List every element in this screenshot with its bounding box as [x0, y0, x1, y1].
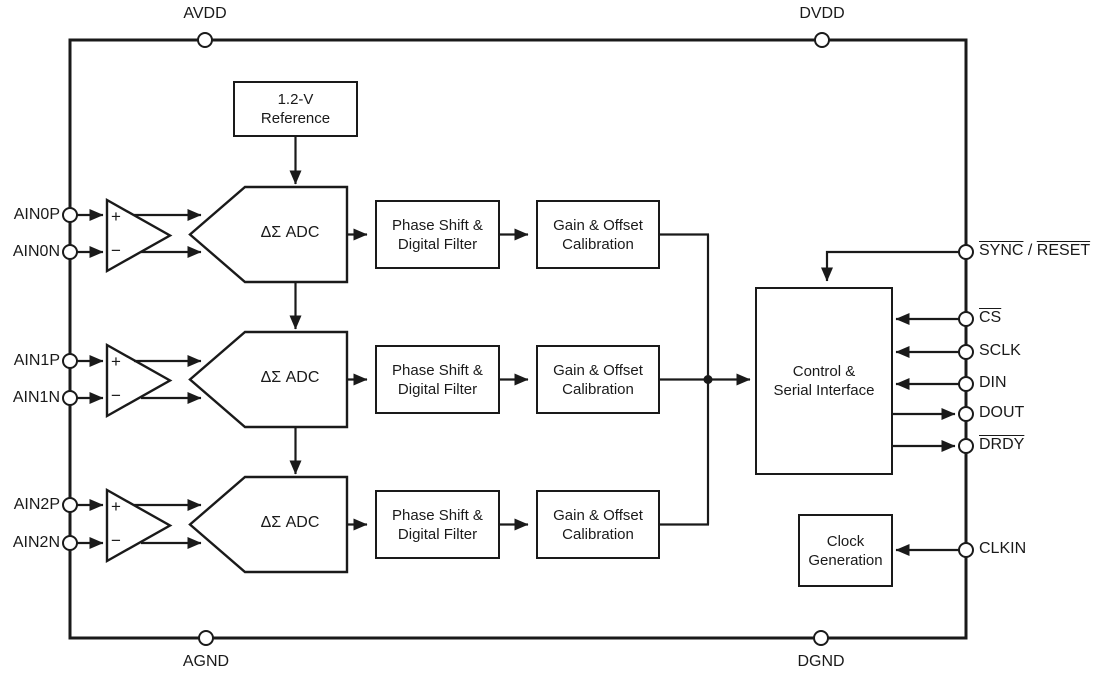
ain0p-label: AIN0P: [13, 206, 60, 223]
calibration-block-1-line1: Gain & Offset: [553, 361, 643, 379]
ain0n-label: AIN0N: [12, 243, 60, 260]
filter-block-1-line1: Phase Shift &: [392, 361, 483, 379]
amp0-plus-sign: +: [111, 207, 121, 226]
filter-block-0-line2: Digital Filter: [397, 235, 478, 253]
ain2p-label: AIN2P: [13, 496, 60, 513]
filter-block-0: Phase Shift & Digital Filter: [375, 200, 500, 269]
ain2n-pin: [62, 535, 78, 551]
cs-label: CS: [979, 309, 1002, 326]
amp0-triangle: [105, 197, 173, 274]
agnd-label: AGND: [182, 653, 230, 670]
calibration-block-1: Gain & Offset Calibration: [536, 345, 660, 414]
adc0-label: ΔΣ ADC: [260, 224, 320, 241]
calibration-block-1-line2: Calibration: [562, 380, 634, 398]
clkin-label: CLKIN: [979, 540, 1027, 557]
ain1n-label: AIN1N: [12, 389, 60, 406]
filter-block-1: Phase Shift & Digital Filter: [375, 345, 500, 414]
control-block-line2: Serial Interface: [773, 382, 875, 399]
amp0-minus-sign: −: [111, 241, 121, 260]
adc2-shape: [188, 475, 349, 574]
drdy-pin: [958, 438, 974, 454]
filter-block-1-line2: Digital Filter: [397, 380, 478, 398]
clock-block-line1: Clock: [826, 532, 865, 550]
sync-reset-pin: [958, 244, 974, 260]
sclk-pin: [958, 344, 974, 360]
din-label: DIN: [979, 374, 1007, 391]
cs-pin: [958, 311, 974, 327]
dgnd-label: DGND: [797, 653, 845, 670]
reference-block: 1.2-V Reference: [233, 81, 358, 137]
drdy-label: DRDY: [979, 436, 1025, 453]
ain2n-label: AIN2N: [12, 534, 60, 551]
clkin-pin: [958, 542, 974, 558]
adc1-label: ΔΣ ADC: [260, 369, 320, 386]
amp2-triangle: [105, 487, 173, 564]
filter-block-2: Phase Shift & Digital Filter: [375, 490, 500, 559]
calibration-block-2-line2: Calibration: [562, 525, 634, 543]
avdd-pin: [197, 32, 213, 48]
din-pin: [958, 376, 974, 392]
sclk-label: SCLK: [979, 342, 1021, 359]
amp1-triangle: [105, 342, 173, 419]
amp1-minus-sign: −: [111, 386, 121, 405]
chip-outline: [68, 38, 968, 640]
adc1-shape: [188, 330, 349, 429]
ain1p-label: AIN1P: [13, 352, 60, 369]
adc2-label: ΔΣ ADC: [260, 514, 320, 531]
dout-label: DOUT: [979, 404, 1025, 421]
ain0n-pin: [62, 244, 78, 260]
filter-block-2-line2: Digital Filter: [397, 525, 478, 543]
filter-block-2-line1: Phase Shift &: [392, 506, 483, 524]
dvdd-pin: [814, 32, 830, 48]
ain1p-pin: [62, 353, 78, 369]
amp2-minus-sign: −: [111, 531, 121, 550]
control-block-line1: Control &: [792, 363, 856, 380]
ain1n-pin: [62, 390, 78, 406]
sync-reset-separator: /: [1023, 242, 1037, 259]
dgnd-pin: [813, 630, 829, 646]
ain0p-pin: [62, 207, 78, 223]
sync-reset-label: SYNC / RESET: [979, 242, 1090, 260]
reference-block-line1: 1.2-V: [277, 91, 314, 108]
calibration-block-0-line2: Calibration: [562, 235, 634, 253]
adc0-shape: [188, 185, 349, 284]
reference-block-line2: Reference: [260, 110, 331, 127]
control-serial-interface-block: Control & Serial Interface: [755, 287, 893, 475]
sync-reset-wire: [821, 250, 959, 282]
reset-label-part: RESET: [1036, 242, 1091, 259]
agnd-pin: [198, 630, 214, 646]
avdd-label: AVDD: [183, 5, 227, 22]
filter-block-0-line1: Phase Shift &: [392, 216, 483, 234]
sync-label-part: SYNC: [979, 242, 1024, 259]
dout-pin: [958, 406, 974, 422]
calibration-block-0-line1: Gain & Offset: [553, 216, 643, 234]
ain2p-pin: [62, 497, 78, 513]
amp2-plus-sign: +: [111, 497, 121, 516]
calibration-block-2-line1: Gain & Offset: [553, 506, 643, 524]
calibration-block-2: Gain & Offset Calibration: [536, 490, 660, 559]
clock-block-line2: Generation: [808, 551, 883, 569]
dvdd-label: DVDD: [799, 5, 845, 22]
calibration-block-0: Gain & Offset Calibration: [536, 200, 660, 269]
clock-generation-block: Clock Generation: [798, 514, 893, 587]
amp1-plus-sign: +: [111, 352, 121, 371]
